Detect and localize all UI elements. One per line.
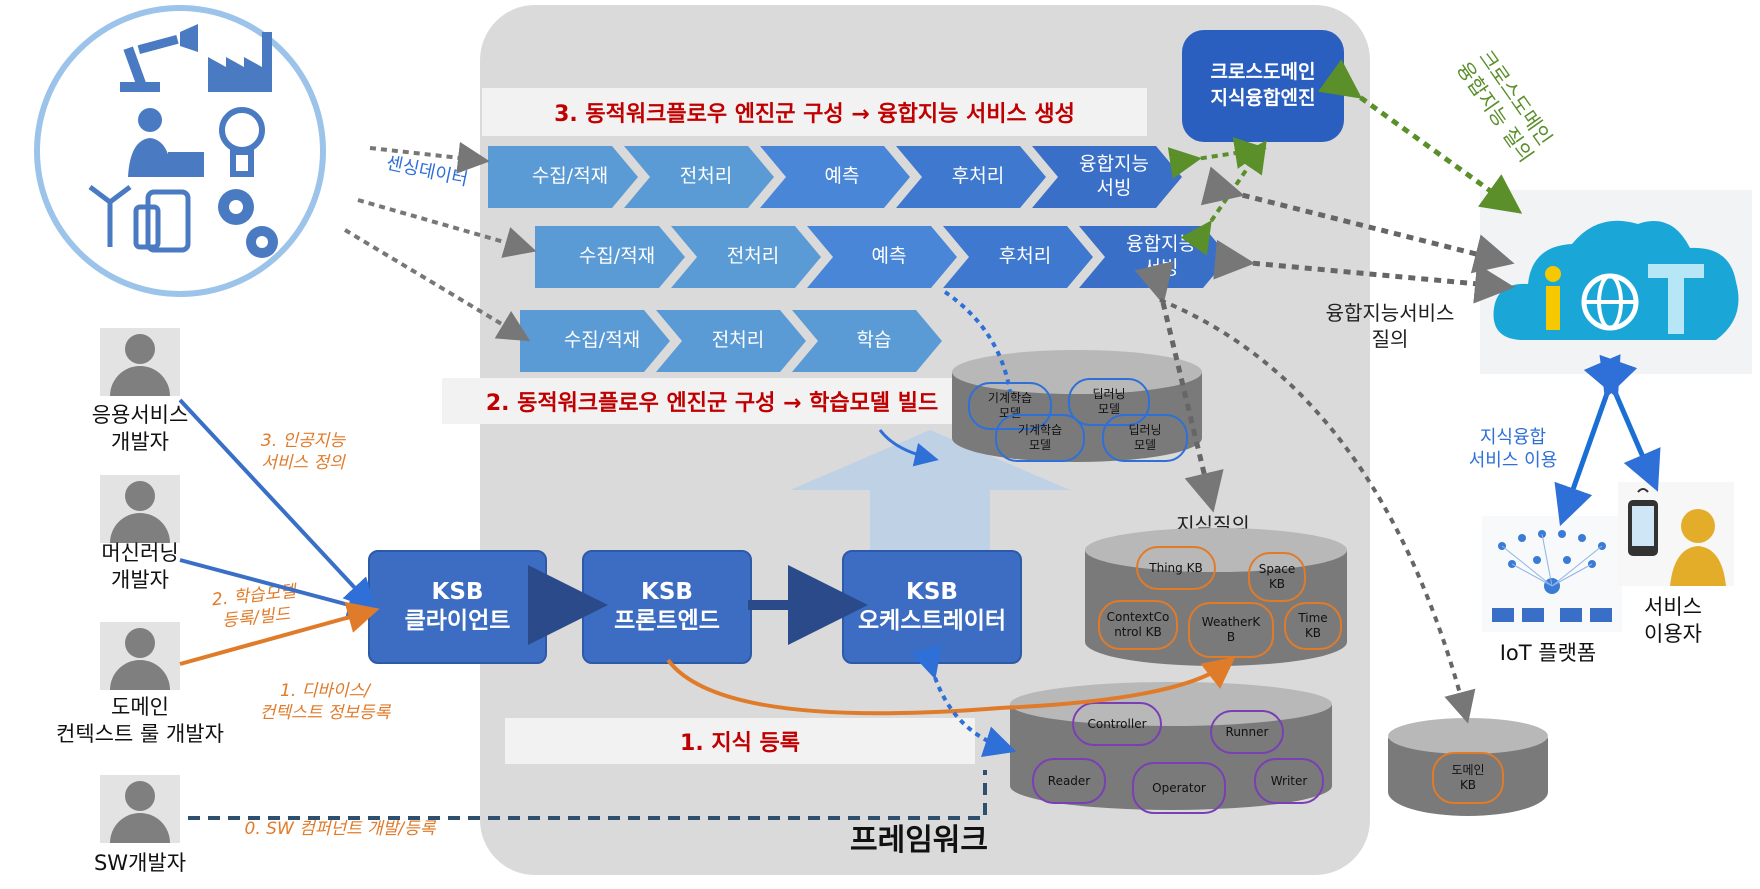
app-dev-avatar [100, 328, 180, 396]
cross-domain-engine: 크로스도메인 지식융합엔진 [1182, 30, 1344, 142]
pipeline1-collect: 수집/적재 [488, 146, 638, 208]
service-user-icon [1618, 482, 1734, 586]
component-runner: Runner [1210, 710, 1284, 754]
service-user-label: 서비스 이용자 [1644, 595, 1702, 647]
build-up-arrow [790, 430, 1070, 550]
kb-space: Space KB [1248, 552, 1306, 602]
note-ai-service-def: 3. 인공지능 서비스 정의 [260, 431, 346, 474]
device-icon [133, 189, 191, 253]
ksb-frontend: KSB 프론트엔드 [582, 550, 752, 664]
kb-thing: Thing KB [1136, 546, 1216, 590]
component-controller: Controller [1072, 702, 1162, 746]
cross-engine-line2: 지식융합엔진 [1210, 87, 1316, 109]
sw-dev-avatar [100, 775, 180, 843]
step2-title: 2. 동적워크플로우 엔진군 구성 → 학습모델 빌드 [442, 378, 982, 424]
factory-icon [208, 32, 272, 92]
pipeline3-preprocess: 전처리 [656, 310, 806, 372]
component-writer: Writer [1254, 758, 1324, 804]
iot-platform-icon [1482, 516, 1622, 632]
ml-dev-label: 머신러닝 개발자 [101, 541, 179, 593]
step3-title: 3. 동적워크플로우 엔진군 구성 → 융합지능 서비스 생성 [482, 88, 1147, 136]
cross-engine-line1: 크로스도메인 [1210, 61, 1316, 84]
pipeline2-collect: 수집/적재 [535, 226, 685, 288]
domain-dev-avatar [100, 622, 180, 690]
kb-time: Time KB [1284, 602, 1342, 650]
note-device-reg: 1. 디바이스/ 컨텍스트 정보등록 [259, 681, 391, 724]
kb-domain: 도메인 KB [1432, 752, 1504, 804]
wind-turbine-icon [88, 185, 132, 247]
note-sw-reg: 0. SW 컴퍼넌트 개발/등록 [244, 819, 436, 839]
lightbulb-icon [219, 107, 265, 177]
ksb-client: KSB 클라이언트 [368, 550, 547, 664]
domain-dev-label: 도메인 컨텍스트 룰 개발자 [56, 695, 224, 747]
component-reader: Reader [1032, 758, 1106, 804]
robot-arm-icon [120, 24, 198, 92]
iot-cloud [1480, 190, 1752, 374]
industry-circle [34, 5, 326, 297]
iot-platform-label: IoT 플랫폼 [1499, 641, 1597, 665]
component-operator: Operator [1132, 762, 1226, 814]
step1-title: 1. 지식 등록 [505, 718, 975, 764]
pipeline3-collect: 수집/적재 [520, 310, 670, 372]
gears-icon [218, 189, 278, 258]
model-ml-2: 기계학습 모델 [995, 414, 1085, 462]
note-knowledge-use: 지식융합 서비스 이용 [1468, 427, 1558, 472]
sw-dev-label: SW개발자 [93, 851, 187, 875]
note-fusion-query: 융합지능서비스 질의 [1325, 301, 1455, 351]
person-laptop-icon [128, 108, 204, 177]
framework-label: 프레임워크 [850, 823, 988, 858]
kb-context-control: ContextCo ntrol KB [1098, 600, 1178, 650]
app-dev-label: 응용서비스 개발자 [91, 403, 189, 455]
ml-dev-avatar [100, 475, 180, 543]
